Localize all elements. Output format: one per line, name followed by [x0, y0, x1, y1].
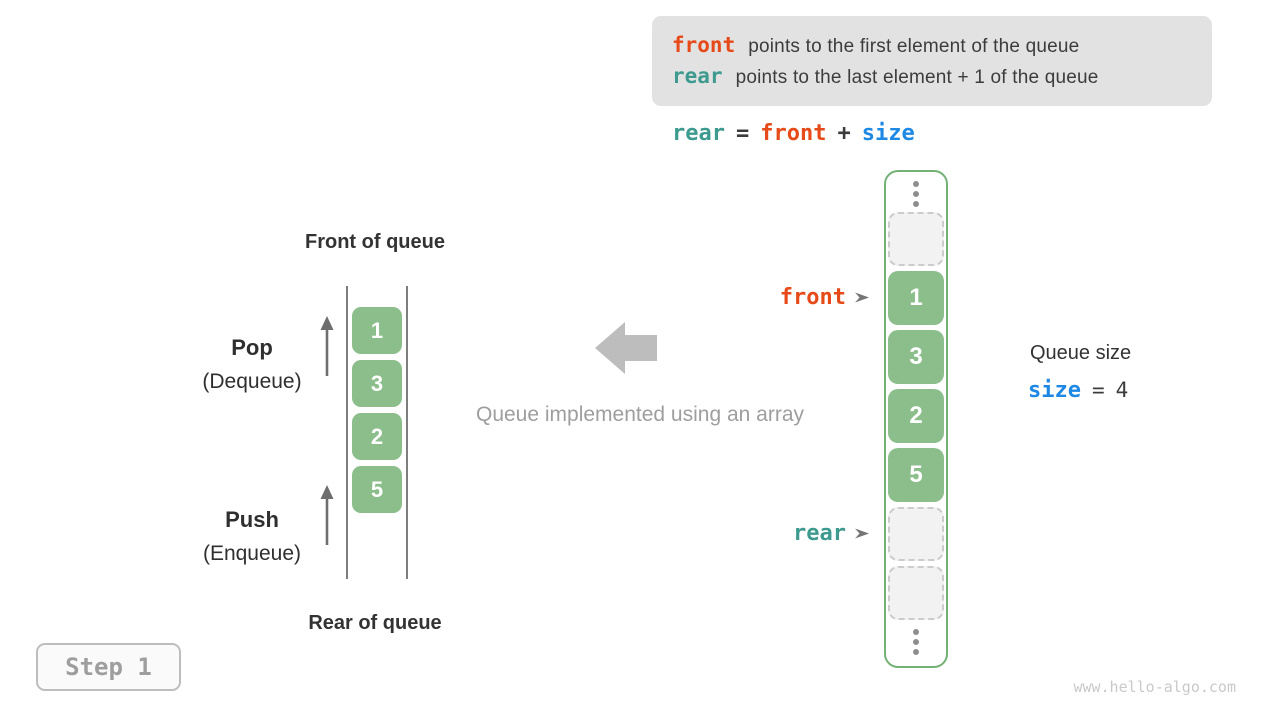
ellipsis-top-icon — [913, 181, 919, 207]
channel-right-line — [406, 286, 408, 579]
array-cell-empty — [888, 566, 944, 620]
left-stack-cell: 1 — [352, 307, 402, 354]
queue-size-equation: size = 4 — [1028, 378, 1128, 403]
channel-left-line — [346, 286, 348, 579]
array-cell: 1 — [888, 271, 944, 325]
equation-plus: + — [837, 121, 851, 146]
left-stack-cell: 3 — [352, 360, 402, 407]
left-stack-cell: 2 — [352, 413, 402, 460]
array-cell: 3 — [888, 330, 944, 384]
front-pointer-label: front — [779, 285, 846, 310]
pop-title: Pop — [231, 335, 273, 360]
ellipsis-bottom-icon — [913, 629, 919, 655]
push-label-block: Push (Enqueue) — [162, 507, 342, 566]
left-stack-cell: 5 — [352, 466, 402, 513]
rear-pointer: rear — [793, 521, 870, 546]
watermark: www.hello-algo.com — [1073, 678, 1236, 696]
pop-up-arrow-icon — [320, 316, 334, 376]
pointer-arrow-icon — [855, 292, 869, 303]
queue-size-label: Queue size — [1030, 342, 1132, 364]
legend-row-front: front points to the first element of the… — [672, 33, 1212, 58]
pop-subtitle: (Dequeue) — [202, 370, 302, 393]
array-cell-empty — [888, 507, 944, 561]
front-pointer: front — [780, 285, 870, 310]
push-title: Push — [225, 507, 279, 532]
legend-box: front points to the first element of the… — [652, 16, 1212, 106]
rear-pointer-label: rear — [793, 521, 846, 546]
equation-rear: rear — [672, 121, 725, 146]
push-up-arrow-icon — [320, 485, 334, 545]
push-subtitle: (Enqueue) — [202, 542, 302, 565]
pop-label-block: Pop (Dequeue) — [162, 335, 342, 394]
array-cell: 2 — [888, 389, 944, 443]
size-value: 4 — [1115, 378, 1129, 402]
array-implementation-caption: Queue implemented using an array — [475, 403, 805, 426]
legend-row-rear: rear points to the last element + 1 of t… — [672, 64, 1212, 89]
array-cell: 5 — [888, 448, 944, 502]
equation-equals: = — [735, 121, 750, 146]
pointer-equation: rear = front + size — [672, 121, 915, 146]
size-keyword: size — [1028, 378, 1081, 403]
left-arrow-icon — [595, 322, 657, 374]
step-badge: Step 1 — [36, 643, 181, 691]
size-equals: = — [1091, 378, 1105, 402]
front-keyword: front — [672, 33, 736, 57]
rear-description: points to the last element + 1 of the qu… — [735, 67, 1099, 88]
pointer-arrow-icon — [855, 528, 869, 539]
front-description: points to the first element of the queue — [748, 36, 1080, 57]
front-of-queue-label: Front of queue — [305, 231, 445, 253]
array-cell-empty — [888, 212, 944, 266]
equation-front: front — [760, 121, 827, 146]
rear-keyword: rear — [672, 64, 723, 88]
rear-of-queue-label: Rear of queue — [308, 612, 442, 634]
equation-size: size — [861, 121, 915, 146]
